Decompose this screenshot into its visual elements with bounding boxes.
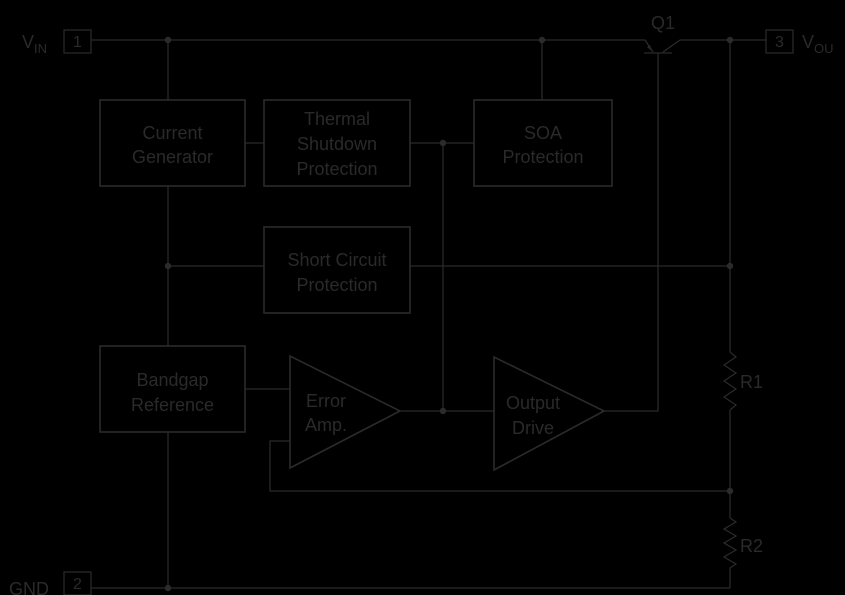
svg-text:Bandgap: Bandgap bbox=[136, 370, 208, 390]
soa-protection-block: SOA Protection bbox=[473, 99, 613, 187]
svg-text:SOA: SOA bbox=[524, 123, 562, 143]
svg-text:Protection: Protection bbox=[296, 275, 377, 295]
pin-vout-number: 3 bbox=[775, 34, 784, 51]
thermal-shutdown-block: Thermal Shutdown Protection bbox=[263, 99, 411, 187]
svg-text:Protection: Protection bbox=[502, 147, 583, 167]
svg-text:Current: Current bbox=[142, 123, 202, 143]
wiring bbox=[91, 39, 766, 589]
short-circuit-protection-block: Short Circuit Protection bbox=[263, 226, 411, 314]
svg-text:Protection: Protection bbox=[296, 159, 377, 179]
pin-gnd-label: GND bbox=[9, 579, 49, 595]
svg-text:Thermal: Thermal bbox=[304, 109, 370, 129]
pin-vin-number: 1 bbox=[73, 34, 82, 51]
current-generator-block: Current Generator bbox=[99, 99, 246, 187]
pin-vout-label: VOU bbox=[802, 32, 834, 56]
bandgap-reference-block: Bandgap Reference bbox=[99, 345, 246, 433]
pin-vout: 3 VOU bbox=[765, 29, 834, 56]
svg-text:Short Circuit: Short Circuit bbox=[287, 250, 386, 270]
error-amp-triangle: Error Amp. bbox=[289, 354, 402, 470]
q1-label: Q1 bbox=[651, 13, 675, 33]
r1-label: R1 bbox=[740, 372, 763, 392]
pin-vin: VIN 1 bbox=[22, 29, 92, 56]
svg-text:Reference: Reference bbox=[131, 395, 214, 415]
svg-text:Shutdown: Shutdown bbox=[297, 134, 377, 154]
resistor-r2: R2 bbox=[722, 517, 763, 569]
pin-gnd-number: 2 bbox=[73, 576, 82, 593]
output-drive-triangle: Output Drive bbox=[493, 355, 606, 472]
transistor-q1: Q1 bbox=[644, 13, 681, 54]
pin-gnd: GND 2 bbox=[9, 571, 92, 595]
resistor-r1: R1 bbox=[722, 351, 763, 411]
svg-text:Amp.: Amp. bbox=[305, 415, 347, 435]
pin-vin-label: VIN bbox=[22, 32, 47, 56]
r2-label: R2 bbox=[740, 536, 763, 556]
svg-text:Generator: Generator bbox=[132, 147, 213, 167]
junctions bbox=[164, 36, 734, 592]
svg-text:Output: Output bbox=[506, 393, 560, 413]
svg-text:Drive: Drive bbox=[512, 418, 554, 438]
svg-text:Error: Error bbox=[306, 391, 346, 411]
